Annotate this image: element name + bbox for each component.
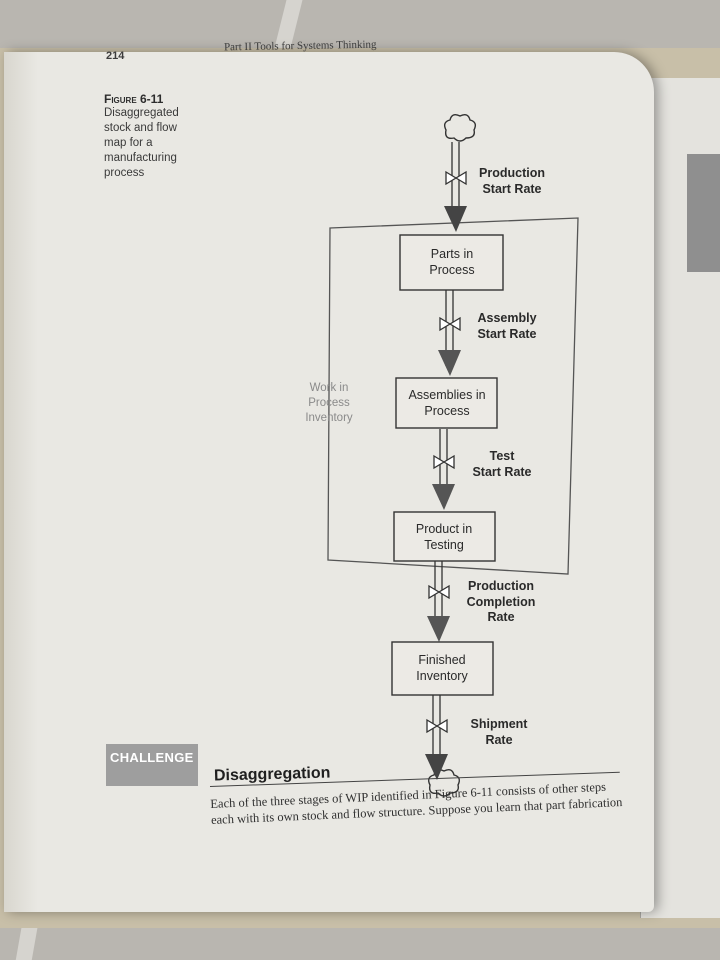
stock-label: Assemblies in <box>408 388 485 402</box>
rate-label: Start Rate <box>477 327 536 341</box>
caption-line: map for a <box>104 137 153 149</box>
rate-label: Production <box>479 166 545 180</box>
stock-label: Process <box>429 263 474 277</box>
challenge-tag: CHALLENGE <box>110 750 194 765</box>
rate-label: Assembly <box>477 311 536 325</box>
thumb-tab <box>687 154 720 272</box>
stock-label: Process <box>424 404 469 418</box>
group-label: Work in <box>310 382 349 394</box>
stock-box-finished <box>391 641 494 696</box>
rate-label: Rate <box>487 610 514 624</box>
stock-box-product <box>393 511 496 562</box>
group-label: Inventory <box>305 412 353 424</box>
caption-line: manufacturing <box>104 152 177 164</box>
stock-label: Inventory <box>416 669 468 683</box>
source-cloud-icon <box>443 113 477 142</box>
page-number: 214 <box>106 50 125 62</box>
group-label: Process <box>308 397 350 409</box>
wip-boundary <box>327 217 579 575</box>
flow-arrowheads <box>425 206 467 780</box>
figure-caption: Disaggregated stock and flow map for a m… <box>104 106 214 181</box>
challenge-tag-box <box>106 744 198 786</box>
rate-label: Completion <box>467 595 536 609</box>
rate-label: Rate <box>485 733 512 747</box>
valve-icon <box>426 170 467 734</box>
rate-label: Shipment <box>471 717 529 731</box>
page-stack-edge <box>4 52 38 912</box>
rate-label: Start Rate <box>472 465 531 479</box>
stock-box-parts <box>399 234 504 291</box>
stock-label: Parts in <box>431 247 473 261</box>
caption-line: stock and flow <box>104 122 177 134</box>
stock-label: Testing <box>424 538 464 552</box>
stock-box-assemblies <box>395 377 498 429</box>
caption-line: process <box>104 167 145 179</box>
stock-label: Product in <box>416 522 472 536</box>
stock-label: Finished <box>418 653 465 667</box>
caption-line: Disaggregated <box>104 107 179 119</box>
rate-label: Test <box>490 449 516 463</box>
figure-label: Figure 6-11 <box>104 92 164 106</box>
rate-label: Production <box>468 579 534 593</box>
rate-label: Start Rate <box>482 182 541 196</box>
